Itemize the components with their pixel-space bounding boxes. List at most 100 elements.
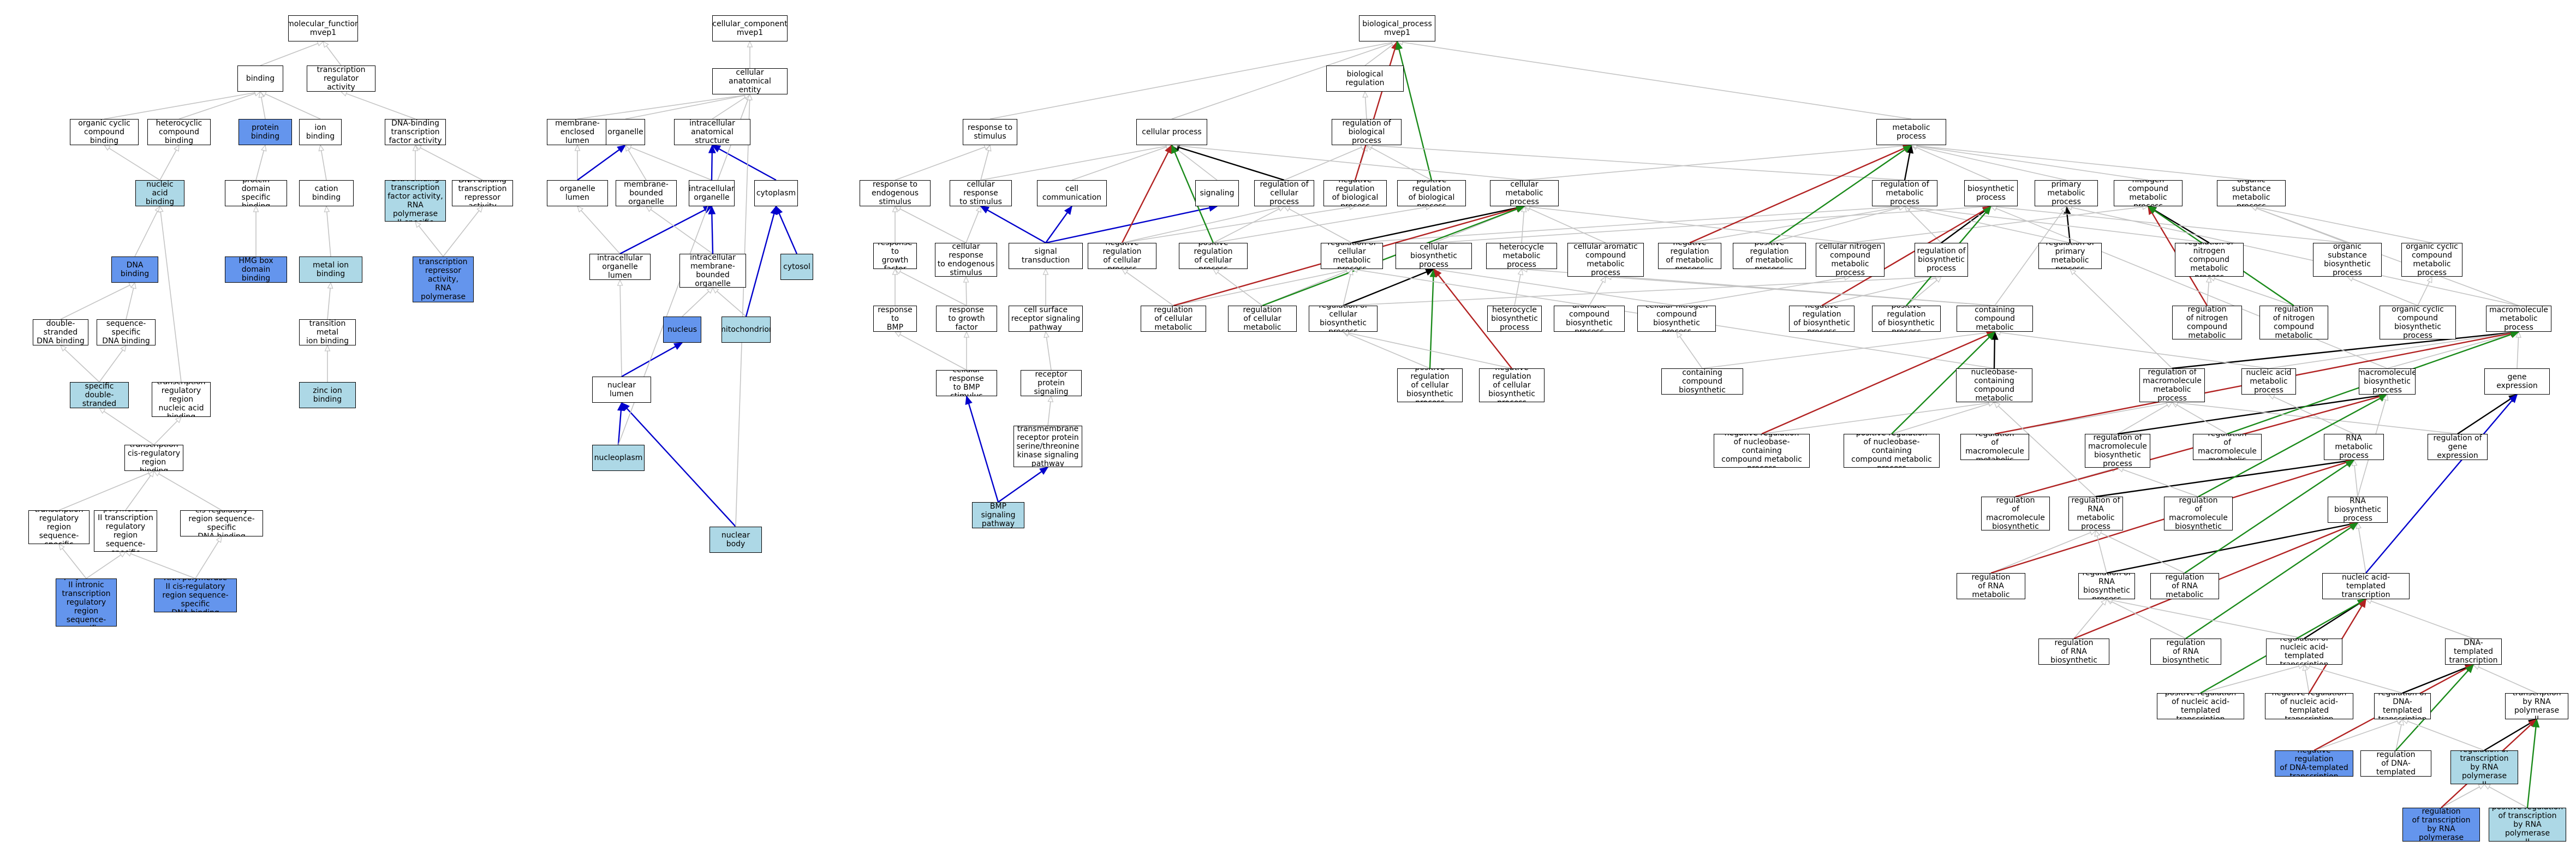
go-term-node[interactable]: nuclear lumen	[592, 377, 651, 403]
go-term-node[interactable]: molecular_function mvep1	[288, 15, 358, 41]
go-term-node[interactable]: negative regulation of biosynthetic proc…	[1789, 306, 1855, 332]
go-term-node[interactable]: transmembrane receptor protein serine/th…	[1013, 426, 1082, 467]
go-term-node[interactable]: primary metabolic process	[2035, 180, 2098, 206]
go-term-node[interactable]: negative regulation of nitrogen compound…	[2172, 306, 2242, 339]
go-term-node[interactable]: cellular metabolic process	[1490, 180, 1559, 206]
go-term-node[interactable]: biosynthetic process	[1964, 180, 2018, 206]
go-term-node[interactable]: binding	[237, 65, 283, 92]
go-term-node[interactable]: organic substance metabolic process	[2217, 180, 2286, 206]
go-term-node[interactable]: negative regulation of metabolic process	[1658, 243, 1721, 269]
go-term-node[interactable]: membrane-enclosed lumen	[547, 119, 608, 145]
go-term-node[interactable]: organelle	[606, 119, 645, 145]
go-term-node[interactable]: ion binding	[299, 119, 342, 145]
go-term-node[interactable]: regulation of RNA metabolic process	[2068, 497, 2123, 530]
go-term-node[interactable]: response to endogenous stimulus	[860, 180, 931, 206]
go-term-node[interactable]: cellular nitrogen compound biosynthetic …	[1637, 306, 1716, 332]
go-term-node[interactable]: positive regulation of nucleobase-contai…	[1844, 434, 1940, 468]
go-term-node[interactable]: regulation of biological process	[1332, 119, 1402, 145]
go-term-node[interactable]: nucleobase-containing compound metabolic…	[1957, 306, 2033, 332]
go-term-node[interactable]: enzyme-linked receptor protein signaling…	[1021, 370, 1082, 396]
go-term-node[interactable]: negative regulation of macromolecule bio…	[1981, 497, 2050, 530]
go-term-node[interactable]: DNA-binding transcription factor activit…	[385, 180, 446, 222]
go-term-node[interactable]: cytosol	[780, 254, 813, 280]
go-term-node[interactable]: positive regulation of macromolecule bio…	[2164, 497, 2233, 530]
go-term-node[interactable]: RNA biosynthetic process	[2328, 497, 2388, 523]
go-term-node[interactable]: positive regulation of cellular metaboli…	[1228, 306, 1297, 332]
go-term-node[interactable]: transcription regulatory region nucleic …	[152, 382, 211, 417]
go-term-node[interactable]: regulation of nucleobase-containing comp…	[1956, 368, 2032, 402]
go-term-node[interactable]: biological_process mvep1	[1359, 15, 1435, 41]
go-term-node[interactable]: intracellular anatomical structure	[674, 119, 750, 145]
go-term-node[interactable]: protein domain specific binding	[225, 180, 287, 206]
go-term-node[interactable]: DNA-templated transcription	[2445, 639, 2502, 665]
go-term-node[interactable]: positive regulation of transcription by …	[2489, 808, 2566, 842]
go-term-node[interactable]: nucleoplasm	[592, 445, 645, 471]
go-term-node[interactable]: nucleic acid metabolic process	[2241, 368, 2296, 395]
go-term-node[interactable]: double-stranded DNA binding	[33, 319, 88, 345]
go-term-node[interactable]: regulation of nitrogen compound metaboli…	[2175, 243, 2244, 277]
go-term-node[interactable]: nucleobase-containing compound biosynthe…	[1661, 368, 1743, 395]
go-term-node[interactable]: cellular aromatic compound metabolic pro…	[1567, 243, 1644, 277]
go-term-node[interactable]: response to growth factor	[873, 243, 917, 269]
go-term-node[interactable]: DNA-binding transcription repressor acti…	[413, 257, 474, 302]
go-term-node[interactable]: negative regulation of macromolecule met…	[1960, 434, 2029, 460]
go-term-node[interactable]: sequence-specific double-stranded DNA bi…	[70, 382, 129, 408]
go-term-node[interactable]: organic cyclic compound metabolic proces…	[2401, 243, 2462, 277]
go-term-node[interactable]: signal transduction	[1009, 243, 1083, 269]
go-term-node[interactable]: nucleic acid binding	[135, 180, 184, 206]
go-term-node[interactable]: negative regulation of biological proces…	[1323, 180, 1387, 206]
go-term-node[interactable]: cellular process	[1136, 119, 1207, 145]
go-term-node[interactable]: regulation of cellular process	[1254, 180, 1314, 206]
go-term-node[interactable]: RNA polymerase II transcription regulato…	[94, 510, 157, 552]
go-term-node[interactable]: intronic transcription regulatory region…	[28, 510, 90, 544]
go-term-node[interactable]: mitochondrion	[721, 317, 771, 343]
go-term-node[interactable]: regulation of transcription by RNA polym…	[2450, 750, 2518, 784]
go-term-node[interactable]: negative regulation of cellular process	[1088, 243, 1156, 269]
go-term-node[interactable]: positive regulation of macromolecule met…	[2193, 434, 2262, 460]
go-term-node[interactable]: heterocycle metabolic process	[1486, 243, 1557, 269]
go-term-node[interactable]: negative regulation of RNA biosynthetic …	[2038, 639, 2109, 665]
go-term-node[interactable]: cellular response to growth factor stimu…	[936, 306, 997, 332]
go-term-node[interactable]: regulation of metabolic process	[1872, 180, 1937, 206]
go-term-node[interactable]: regulation of biosynthetic process	[1915, 243, 1968, 277]
go-term-node[interactable]: transcription regulator activity	[307, 65, 375, 92]
go-term-node[interactable]: positive regulation of metabolic process	[1733, 243, 1806, 269]
go-term-node[interactable]: metabolic process	[1876, 119, 1946, 145]
go-term-node[interactable]: sequence-specific DNA binding	[97, 319, 156, 345]
go-term-node[interactable]: cellular nitrogen compound metabolic pro…	[1816, 243, 1885, 277]
go-term-node[interactable]: positive regulation of DNA-templated tra…	[2360, 750, 2431, 777]
go-term-node[interactable]: negative regulation of nucleobase-contai…	[1714, 434, 1810, 468]
go-term-node[interactable]: heterocyclic compound binding	[147, 119, 211, 145]
go-term-node[interactable]: cellular response to stimulus	[950, 180, 1012, 206]
go-term-node[interactable]: transition metal ion binding	[299, 319, 356, 345]
go-term-node[interactable]: regulation of primary metabolic process	[2038, 243, 2102, 269]
go-term-node[interactable]: nucleic acid-templated transcription	[2322, 573, 2410, 599]
go-term-node[interactable]: regulation of gene expression	[2428, 434, 2488, 460]
go-term-node[interactable]: intracellular organelle lumen	[589, 254, 651, 280]
go-term-node[interactable]: regulation of DNA-templated transcriptio…	[2374, 693, 2431, 719]
go-term-node[interactable]: nuclear body	[709, 527, 762, 553]
go-term-node[interactable]: cellular_component mvep1	[712, 15, 788, 41]
go-term-node[interactable]: nucleus	[663, 317, 701, 343]
go-term-node[interactable]: DNA-binding transcription factor activit…	[385, 119, 446, 145]
go-term-node[interactable]: positive regulation of nitrogen compound…	[2259, 306, 2328, 339]
go-term-node[interactable]: cellular biosynthetic process	[1396, 243, 1472, 269]
go-term-node[interactable]: RNA metabolic process	[2324, 434, 2384, 460]
go-term-node[interactable]: cellular response to endogenous stimulus	[935, 243, 997, 277]
go-term-node[interactable]: DNA binding	[111, 257, 158, 283]
go-term-node[interactable]: HMG box domain binding	[225, 257, 287, 283]
go-term-node[interactable]: negative regulation of cellular biosynth…	[1479, 368, 1545, 402]
go-term-node[interactable]: regulation of RNA biosynthetic process	[2078, 573, 2135, 599]
go-term-node[interactable]: positive regulation of RNA biosynthetic …	[2150, 639, 2221, 665]
go-term-node[interactable]: positive regulation of biological proces…	[1397, 180, 1466, 206]
go-term-node[interactable]: cellular response to BMP stimulus	[936, 370, 997, 396]
go-term-node[interactable]: metal ion binding	[299, 257, 362, 283]
go-term-node[interactable]: regulation of macromolecule metabolic pr…	[2139, 368, 2205, 402]
go-term-node[interactable]: positive regulation of RNA metabolic pro…	[2150, 573, 2219, 599]
go-term-node[interactable]: response to stimulus	[963, 119, 1017, 145]
go-term-node[interactable]: DNA-binding transcription repressor acti…	[452, 180, 513, 206]
go-term-node[interactable]: response to BMP	[873, 306, 917, 332]
go-term-node[interactable]: aromatic compound biosynthetic process	[1554, 306, 1625, 332]
go-term-node[interactable]: regulation of nucleic acid-templated tra…	[2266, 639, 2342, 665]
go-term-node[interactable]: heterocycle biosynthetic process	[1487, 306, 1542, 332]
